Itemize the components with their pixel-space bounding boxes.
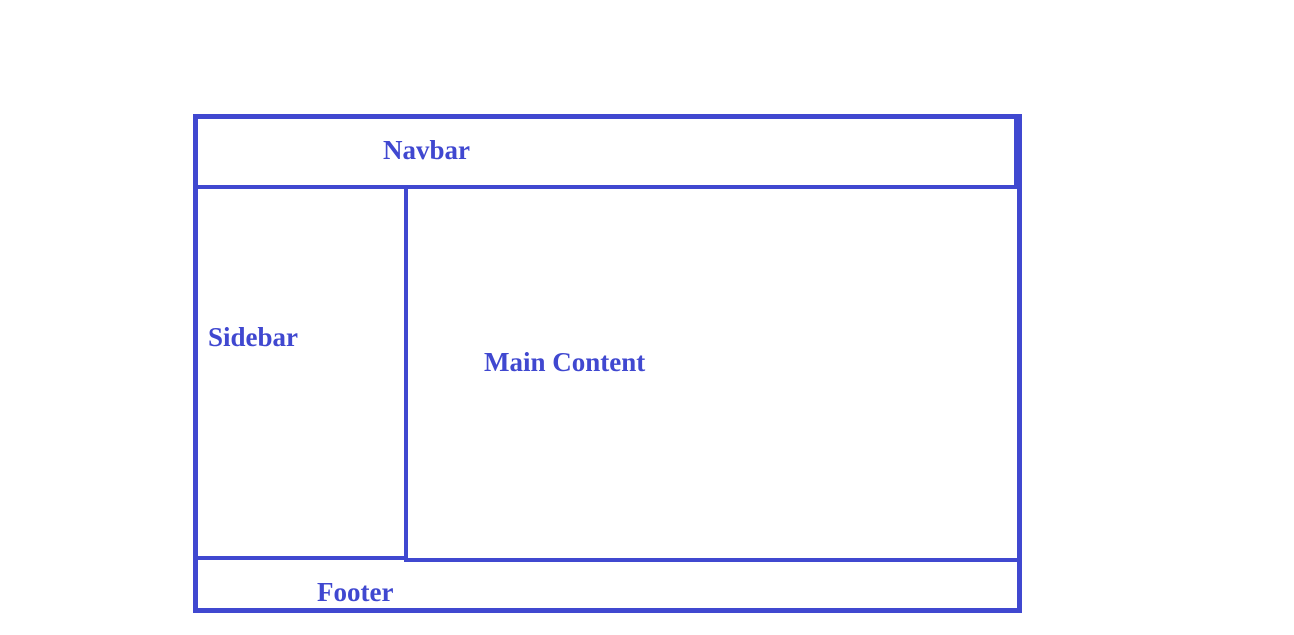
navbar-divider (193, 185, 1022, 189)
footer-divider (193, 556, 408, 560)
footer-divider-right (404, 558, 1022, 562)
footer-label: Footer (317, 577, 394, 607)
navbar-right-edge (1014, 114, 1018, 189)
navbar-label: Navbar (383, 135, 470, 165)
main-content-label: Main Content (484, 347, 646, 377)
page-frame (193, 114, 1022, 613)
sidebar-divider (404, 185, 408, 560)
sidebar-label: Sidebar (208, 322, 299, 352)
